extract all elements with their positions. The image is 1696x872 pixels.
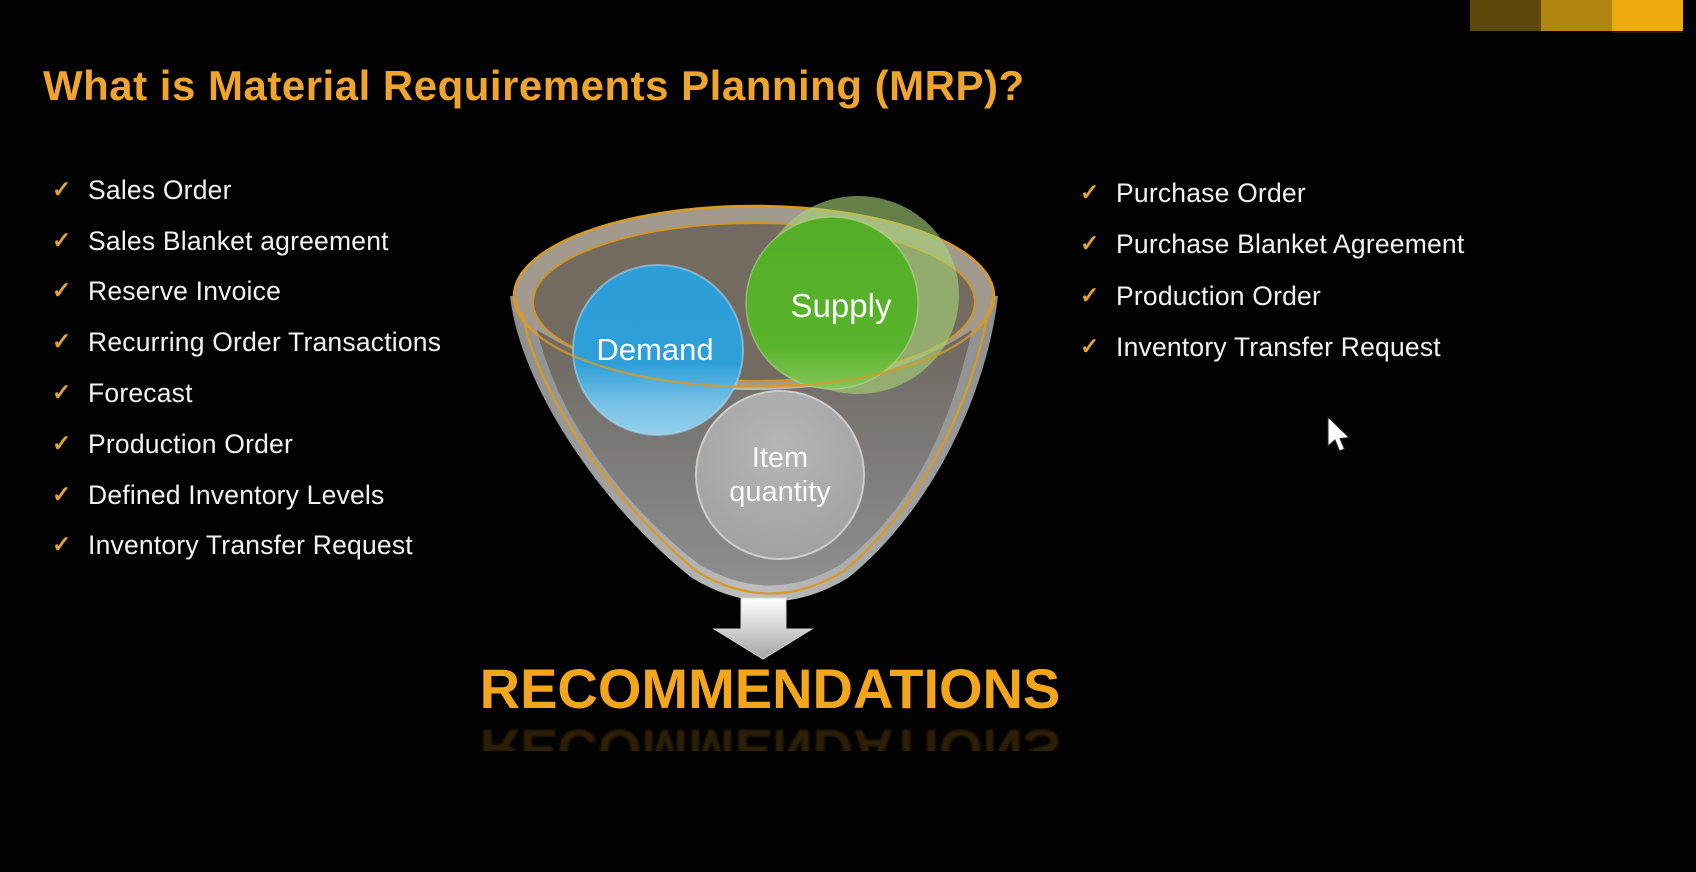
list-item: ✓ Sales Order [52,165,441,216]
list-item: ✓ Reserve Invoice [52,267,441,318]
list-item: ✓ Inventory Transfer Request [52,521,441,572]
demand-sources-list: ✓ Sales Order ✓ Sales Blanket agreement … [52,165,441,571]
list-item: ✓ Purchase Order [1080,168,1464,219]
recommendations-label: RECOMMENDATIONS [479,657,1061,720]
item-quantity-circle [695,390,865,560]
item-quantity-label-line2: quantity [729,476,831,508]
list-item-label: Inventory Transfer Request [88,530,413,561]
list-item: ✓ Production Order [1080,271,1464,322]
supply-circle [745,216,919,390]
check-icon: ✓ [52,277,72,304]
check-icon: ✓ [52,175,72,202]
item-quantity-label-line1: Item [752,442,808,474]
brand-corner-blocks [1470,0,1683,31]
page-title: What is Material Requirements Planning (… [43,62,1025,109]
check-icon: ✓ [52,429,72,456]
check-icon: ✓ [52,328,72,355]
check-icon: ✓ [52,379,72,406]
demand-circle [572,264,744,436]
list-item-label: Sales Order [88,174,232,205]
list-item: ✓ Production Order [52,419,441,470]
list-item: ✓ Inventory Transfer Request [1080,322,1464,373]
check-icon: ✓ [52,531,72,558]
corner-block-mid-gold [1541,0,1612,31]
list-item-label: Production Order [88,428,293,459]
list-item-label: Forecast [88,378,193,409]
check-icon: ✓ [1080,333,1100,360]
list-item-label: Purchase Blanket Agreement [1116,229,1465,260]
list-item: ✓ Sales Blanket agreement [52,216,441,267]
list-item-label: Sales Blanket agreement [88,225,389,256]
recommendations-block: RECOMMENDATIONS RECOMMENDATIONS [430,657,1110,751]
check-icon: ✓ [1080,281,1100,308]
list-item-label: Defined Inventory Levels [88,479,385,510]
mrp-funnel-diagram: Demand Supply Item quantity [510,196,998,660]
corner-block-bright-gold [1612,0,1683,31]
check-icon: ✓ [1080,230,1100,257]
list-item-label: Inventory Transfer Request [1116,332,1441,363]
list-item-label: Recurring Order Transactions [88,327,442,358]
list-item-label: Reserve Invoice [88,276,282,307]
list-item-label: Purchase Order [1116,178,1306,209]
list-item: ✓ Forecast [52,368,441,419]
recommendations-reflection: RECOMMENDATIONS [479,718,1061,751]
check-icon: ✓ [1080,179,1100,206]
supply-circle-label: Supply [791,287,892,324]
supply-sources-list: ✓ Purchase Order ✓ Purchase Blanket Agre… [1080,168,1464,373]
check-icon: ✓ [52,226,72,253]
list-item: ✓ Recurring Order Transactions [52,317,441,368]
funnel-front-rim [514,297,994,389]
corner-block-dark-gold [1470,0,1541,31]
mouse-pointer-icon [1327,415,1351,452]
list-item: ✓ Defined Inventory Levels [52,470,441,521]
block-arrow-down-icon [712,597,814,660]
list-item-label: Production Order [1116,280,1321,311]
list-item: ✓ Purchase Blanket Agreement [1080,219,1464,270]
funnel-gold-outline [520,311,990,595]
check-icon: ✓ [52,480,72,507]
demand-circle-label: Demand [596,332,713,367]
